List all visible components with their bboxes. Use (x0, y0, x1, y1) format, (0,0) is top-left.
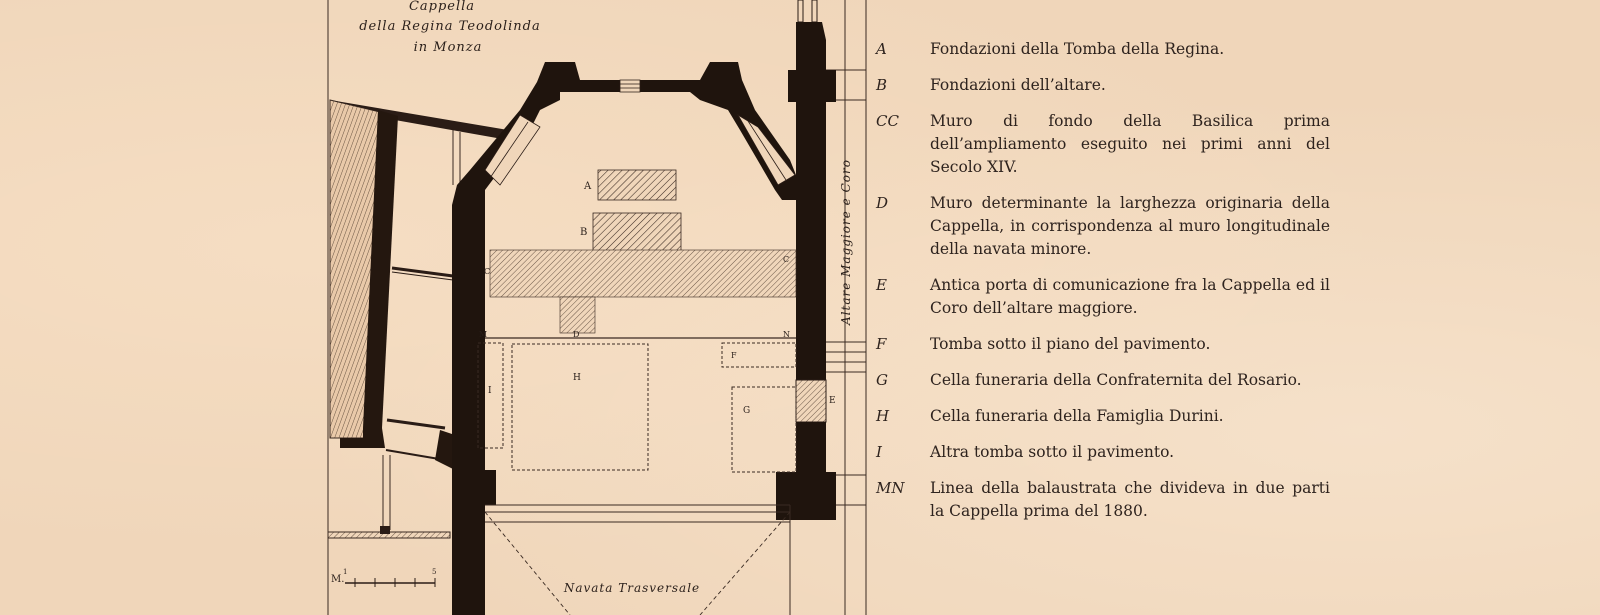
legend-text: Fondazioni della Tomba della Regina. (930, 40, 1225, 58)
legend-text: Muro determinante la larghezza originari… (930, 194, 1330, 258)
frame-lines (327, 0, 867, 615)
plan-letter-i: I (488, 386, 492, 396)
side-label-altar: Altare Maggiore e Coro (839, 159, 853, 326)
plan-letter-a: A (583, 181, 592, 192)
cell-h (511, 343, 649, 471)
plan-letters: A B C C M D N F H I G E (479, 181, 836, 416)
plan-letter-h: H (573, 373, 581, 383)
legend-entry-d: D Muro determinante la larghezza origina… (870, 192, 1330, 261)
title-line-1: Cappella (409, 0, 475, 14)
bottom-label-nave: Navata Trasversale (563, 581, 700, 595)
legend-key: A (876, 40, 887, 58)
right-wall (776, 0, 836, 520)
legend-key: E (876, 276, 887, 294)
scale-label: M. (331, 574, 344, 585)
legend-key: CC (876, 112, 899, 130)
foundations (489, 169, 797, 334)
wall-d (559, 296, 596, 334)
legend-entry-i: I Altra tomba sotto il pavimento. (870, 441, 1330, 464)
wall-cc (489, 249, 797, 298)
legend-key: F (876, 335, 887, 353)
floor-plan: M. 1 5 Cappella della Regina Teodolinda … (327, 0, 867, 615)
legend-key: I (876, 443, 882, 461)
left-rooms (327, 99, 508, 539)
tomb-f (721, 342, 797, 368)
tomb-i (477, 342, 504, 449)
legend-key: G (876, 371, 888, 389)
left-wall (452, 170, 496, 615)
foundation-a (597, 169, 677, 201)
legend-entry-h: H Cella funeraria della Famiglia Durini. (870, 405, 1330, 428)
plan-letter-e: E (829, 396, 836, 406)
legend-text: Cella funeraria della Confraternita del … (930, 371, 1302, 389)
title-line-3: in Monza (414, 40, 483, 55)
legend-entry-g: G Cella funeraria della Confraternita de… (870, 369, 1330, 392)
legend-text: Antica porta di comunicazione fra la Cap… (930, 276, 1330, 317)
legend-text: Tomba sotto il piano del pavimento. (930, 335, 1211, 353)
plan-letter-n: N (783, 330, 790, 339)
plan-letter-d: D (573, 330, 579, 339)
legend-key: MN (876, 479, 905, 497)
legend-entry-e: E Antica porta di comunicazione fra la C… (870, 274, 1330, 320)
legend: A Fondazioni della Tomba della Regina. B… (870, 38, 1330, 536)
legend-entry-a: A Fondazioni della Tomba della Regina. (870, 38, 1330, 61)
plan-title: Cappella della Regina Teodolinda in Monz… (359, 0, 541, 55)
legend-text: Muro di fondo della Basilica prima dell’… (930, 112, 1330, 176)
cell-g (731, 386, 797, 473)
legend-text: Cella funeraria della Famiglia Durini. (930, 407, 1224, 425)
legend-entry-cc: CC Muro di fondo della Basilica prima de… (870, 110, 1330, 179)
apse (470, 62, 796, 200)
plan-letter-g: G (743, 406, 750, 416)
legend-key: B (876, 76, 888, 94)
plan-letter-m: M (479, 330, 487, 339)
interior-elements (477, 337, 797, 615)
legend-key: H (876, 407, 890, 425)
legend-entry-b: B Fondazioni dell’altare. (870, 74, 1330, 97)
plan-letter-f: F (731, 351, 737, 360)
title-line-2: della Regina Teodolinda (359, 19, 541, 34)
plan-letter-b: B (580, 227, 587, 238)
scale-tick-1: 1 (343, 568, 347, 576)
legend-entry-mn: MN Linea della balaustrata che divideva … (870, 477, 1330, 523)
scale-tick-5: 5 (432, 568, 436, 576)
legend-text: Linea della balaustrata che divideva in … (930, 479, 1330, 520)
legend-key: D (876, 194, 889, 212)
plan-letter-c-right: C (783, 255, 789, 264)
scale-bar: M. 1 5 (331, 568, 436, 587)
legend-text: Fondazioni dell’altare. (930, 76, 1106, 94)
legend-entry-f: F Tomba sotto il piano del pavimento. (870, 333, 1330, 356)
legend-text: Altra tomba sotto il pavimento. (930, 443, 1175, 461)
plan-letter-c-left: C (484, 267, 490, 276)
